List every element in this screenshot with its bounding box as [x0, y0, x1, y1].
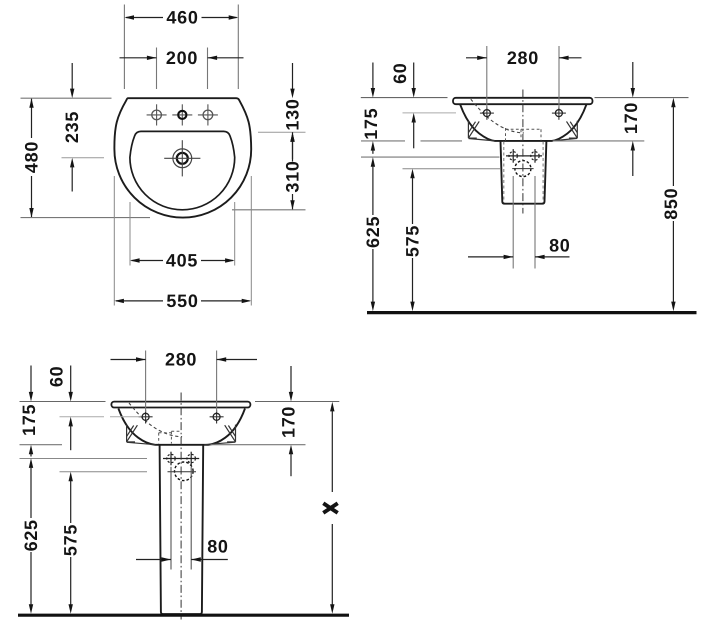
svg-text:60: 60 [390, 62, 410, 83]
svg-text:130: 130 [283, 98, 303, 130]
svg-text:200: 200 [166, 48, 198, 68]
svg-text:625: 625 [363, 216, 383, 248]
svg-text:175: 175 [19, 404, 39, 436]
svg-text:175: 175 [361, 108, 381, 140]
svg-text:280: 280 [507, 48, 539, 68]
svg-text:80: 80 [549, 236, 570, 256]
svg-text:170: 170 [621, 102, 641, 134]
svg-text:575: 575 [61, 524, 81, 556]
svg-text:850: 850 [661, 188, 681, 220]
svg-text:625: 625 [21, 519, 41, 551]
svg-text:550: 550 [166, 291, 198, 311]
svg-text:280: 280 [165, 350, 197, 370]
svg-text:575: 575 [403, 225, 423, 257]
svg-text:480: 480 [22, 141, 42, 173]
svg-text:460: 460 [166, 8, 198, 28]
svg-text:405: 405 [166, 251, 198, 271]
svg-text:235: 235 [62, 111, 82, 143]
svg-text:60: 60 [46, 366, 66, 387]
svg-text:310: 310 [283, 160, 303, 192]
svg-text:80: 80 [207, 537, 228, 557]
svg-text:170: 170 [279, 406, 299, 438]
